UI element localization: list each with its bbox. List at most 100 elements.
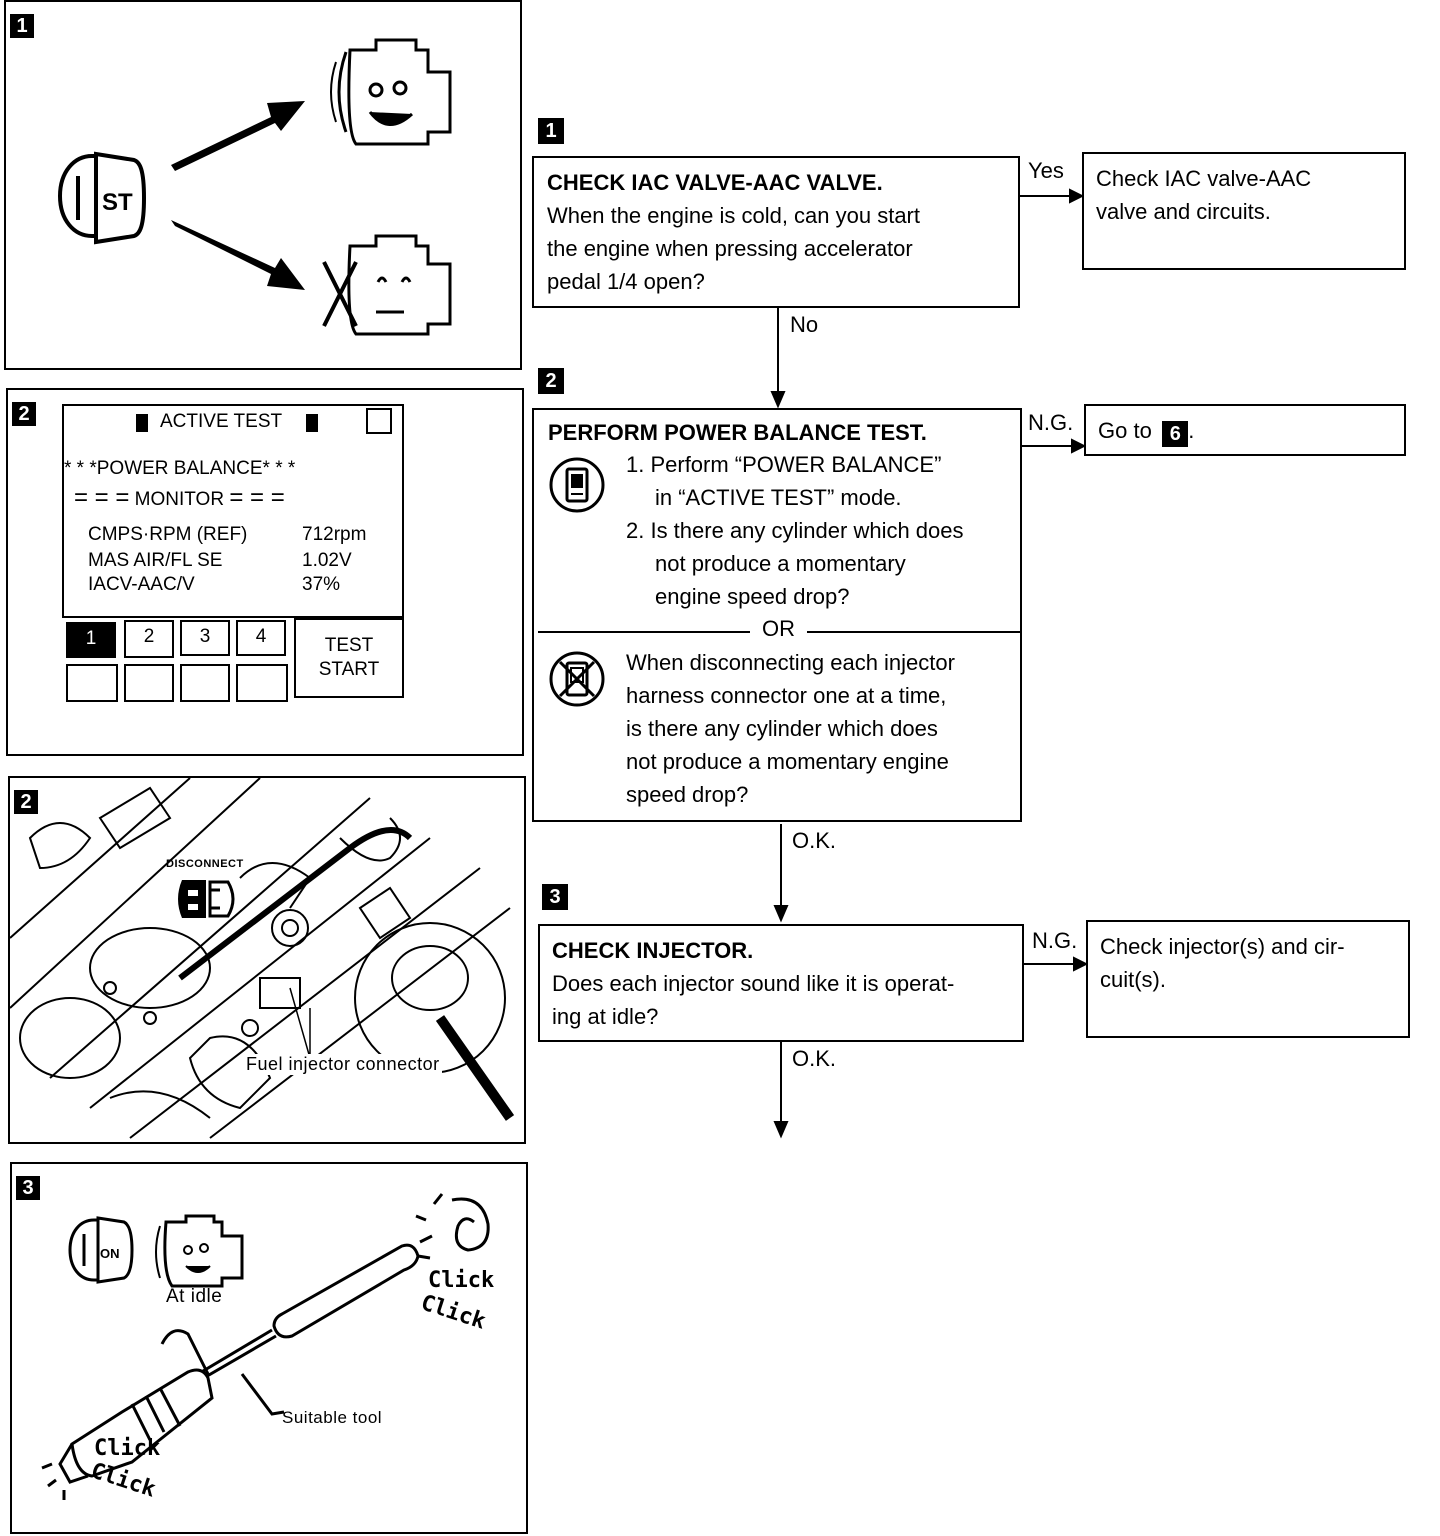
header-block-right-icon — [306, 414, 318, 432]
step-3-badge: 3 — [542, 884, 568, 910]
step-1-line: When the engine is cold, can you start — [547, 203, 920, 228]
stars-right: * * * — [262, 458, 296, 479]
ignition-start-icon: ST — [57, 151, 147, 245]
illustration-panel-3-engine-bay: 2 — [8, 776, 526, 1144]
bars-right: = = = — [229, 484, 285, 511]
ng-result-line: Check injector(s) and cir- — [1100, 934, 1345, 959]
step-2-ng-result: Go to 6. — [1084, 404, 1406, 456]
yes-result-line: valve and circuits. — [1096, 199, 1271, 224]
item-line: engine speed drop? — [655, 584, 850, 609]
header-block-left-icon — [136, 414, 148, 432]
panel-number-badge: 2 — [12, 402, 36, 426]
monitor-label: MONITOR — [134, 489, 225, 510]
go-to-label: Go to — [1098, 418, 1152, 443]
blank-key[interactable] — [124, 664, 174, 702]
step-2-box: PERFORM POWER BALANCE TEST. 1. Perform “… — [532, 408, 1022, 822]
alt-line: When disconnecting each injector — [626, 650, 955, 675]
step-3-ng-result: Check injector(s) and cir- cuit(s). — [1086, 920, 1410, 1038]
cylinder-key-4[interactable]: 4 — [236, 620, 286, 656]
step-1-title: CHECK IAC VALVE-AAC VALVE. — [547, 170, 883, 195]
arrow-to-running-engine-icon — [171, 101, 305, 171]
monitor-row-value: 37% — [302, 574, 341, 595]
click-label-top-1: Click — [428, 1268, 495, 1293]
alt-line: speed drop? — [626, 782, 749, 807]
step-3-title: CHECK INJECTOR. — [552, 938, 754, 963]
step-1-badge: 1 — [538, 118, 564, 144]
item-line: not produce a momentary — [655, 551, 906, 576]
blank-key[interactable] — [180, 664, 230, 702]
item-line: 2. Is there any cylinder which does — [626, 518, 964, 543]
stars-left: * * * — [64, 458, 97, 479]
ng-result-line: cuit(s). — [1100, 967, 1166, 992]
monitor-row-value: 1.02V — [302, 550, 352, 571]
illustration-panel-2-consult-screen: 2 ACTIVE TEST * * *POWER BALANCE* * * = … — [6, 388, 524, 756]
click-label-bottom-1: Click — [94, 1436, 161, 1461]
step-1-line: the engine when pressing accelerator — [547, 236, 913, 261]
item-line: in “ACTIVE TEST” mode. — [655, 485, 902, 510]
monitor-title-line: = = = MONITOR = = = — [74, 484, 404, 512]
ignition-on-icon: ON — [68, 1216, 134, 1284]
disconnect-connector-icon — [178, 880, 235, 918]
power-balance-label: POWER BALANCE — [96, 458, 263, 479]
step-3-line: ing at idle? — [552, 1004, 659, 1029]
monitor-row-label: CMPS·RPM (REF) — [88, 524, 248, 545]
alt-line: is there any cylinder which does — [626, 716, 938, 741]
on-label: ON — [100, 1246, 120, 1261]
active-test-header: ACTIVE TEST — [160, 411, 283, 432]
stalled-engine-icon — [322, 234, 452, 336]
idling-engine-icon — [155, 1214, 244, 1288]
bars-left: = = = — [74, 484, 130, 511]
monitor-row-value: 712rpm — [302, 524, 367, 545]
illustration-panel-1: 1 ST — [4, 0, 522, 370]
step-2-ok-label: O.K. — [792, 828, 837, 853]
blank-key[interactable] — [236, 664, 288, 702]
no-consult-tool-icon — [549, 651, 605, 707]
yes-result-line: Check IAC valve-AAC — [1096, 166, 1312, 191]
svg-text:ST: ST — [102, 189, 133, 216]
step-2-title: PERFORM POWER BALANCE TEST. — [548, 420, 927, 445]
panel-number-badge: 1 — [10, 14, 34, 38]
step-3-ok-label: O.K. — [792, 1046, 837, 1071]
blank-key[interactable] — [66, 664, 118, 702]
illustration-panel-4-injector-sound: 3 ON At idle Click — [10, 1162, 528, 1534]
cylinder-key-3[interactable]: 3 — [180, 620, 230, 656]
step-2-item-2: 2. Is there any cylinder which does not … — [626, 514, 964, 613]
consult-display: ACTIVE TEST * * *POWER BALANCE* * * = = … — [62, 404, 404, 618]
step-1-yes-label: Yes — [1028, 158, 1064, 183]
test-start-label-line: START — [318, 659, 380, 680]
go-to-step-6-badge[interactable]: 6 — [1162, 420, 1189, 447]
at-idle-label: At idle — [166, 1286, 223, 1307]
arrow-to-stalled-engine-icon — [171, 220, 305, 290]
panel-number-badge: 2 — [14, 790, 38, 814]
engine-bay-drawing — [9, 777, 515, 1139]
cylinder-key-1[interactable]: 1 — [66, 622, 116, 658]
step-3-line: Does each injector sound like it is oper… — [552, 971, 955, 996]
step-1-line: pedal 1/4 open? — [547, 269, 705, 294]
stethoscope-tool-drawing — [41, 1193, 490, 1500]
disconnect-label: DISCONNECT — [166, 858, 244, 870]
step-1-yes-result: Check IAC valve-AAC valve and circuits. — [1082, 152, 1406, 270]
step-3-box: CHECK INJECTOR. Does each injector sound… — [538, 924, 1024, 1042]
fuel-injector-connector-callout: Fuel injector connector — [244, 1054, 442, 1075]
test-start-button[interactable]: TEST START — [294, 618, 404, 698]
step-2-badge: 2 — [538, 368, 564, 394]
item-line: 1. Perform “POWER BALANCE” — [626, 452, 942, 477]
panel-number-badge: 3 — [16, 1176, 40, 1200]
screen-corner-checkbox[interactable] — [366, 408, 392, 434]
step-1-no-label: No — [790, 312, 819, 337]
alt-line: not produce a momentary engine — [626, 749, 949, 774]
test-start-label-line: TEST — [324, 635, 374, 656]
cylinder-key-2[interactable]: 2 — [124, 620, 174, 658]
or-divider-label: OR — [750, 612, 807, 645]
power-balance-title-line: * * *POWER BALANCE* * * — [64, 458, 404, 480]
step-2-item-1: 1. Perform “POWER BALANCE” in “ACTIVE TE… — [626, 448, 941, 514]
step-2-ng-label: N.G. — [1028, 410, 1074, 435]
suitable-tool-label: Suitable tool — [282, 1408, 383, 1427]
monitor-row-label: MAS AIR/FL SE — [88, 550, 223, 571]
step-3-ng-label: N.G. — [1032, 928, 1078, 953]
monitor-row-label: IACV-AAC/V — [88, 574, 195, 595]
alt-line: harness connector one at a time, — [626, 683, 947, 708]
go-to-period: . — [1188, 418, 1195, 443]
consult-tool-icon — [549, 457, 605, 513]
